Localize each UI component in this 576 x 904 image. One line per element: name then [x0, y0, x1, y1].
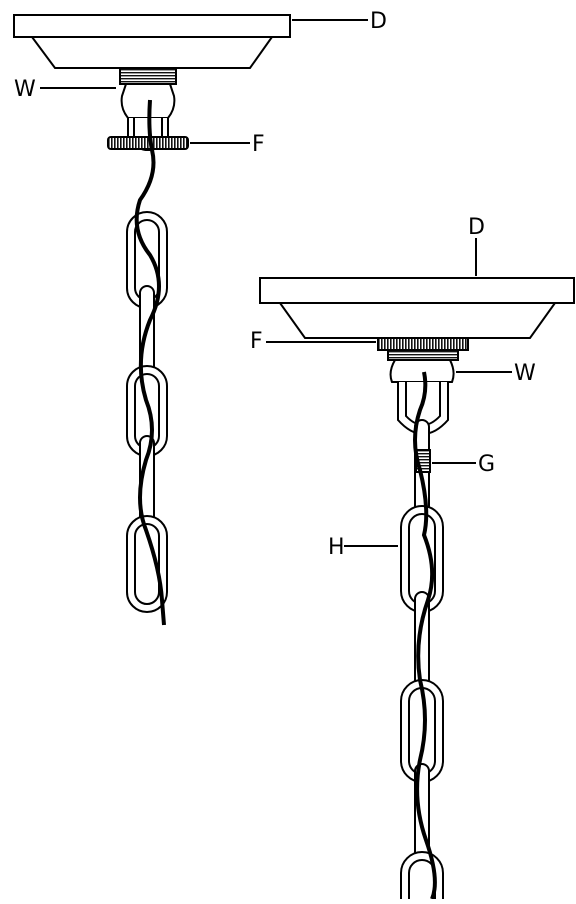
right-label-connector: G [478, 452, 495, 477]
left-ring-nut [107, 136, 189, 150]
right-loop-socket [389, 359, 455, 435]
chain-link [408, 859, 436, 904]
left-label-ring: F [252, 132, 265, 157]
left-label-canopy: D [370, 9, 387, 34]
right-label-canopy: D [468, 215, 485, 240]
right-label-chain: H [328, 535, 345, 560]
left-label-nut: W [14, 77, 36, 102]
left-assembly [13, 14, 291, 626]
chain-link [134, 523, 160, 605]
left-canopy [13, 14, 291, 69]
right-ring-nut [377, 337, 469, 351]
right-assembly [259, 277, 575, 904]
left-threaded-nut [119, 67, 177, 85]
right-label-ring: F [250, 329, 263, 354]
right-power-cord [413, 371, 437, 900]
left-power-cord [134, 99, 166, 626]
right-canopy [259, 277, 575, 339]
right-threaded-nut [387, 349, 459, 361]
left-leaders [40, 19, 368, 144]
right-leaders [266, 238, 512, 547]
left-chain [126, 211, 168, 613]
right-chain [400, 419, 444, 904]
right-label-nut: W [514, 361, 536, 386]
